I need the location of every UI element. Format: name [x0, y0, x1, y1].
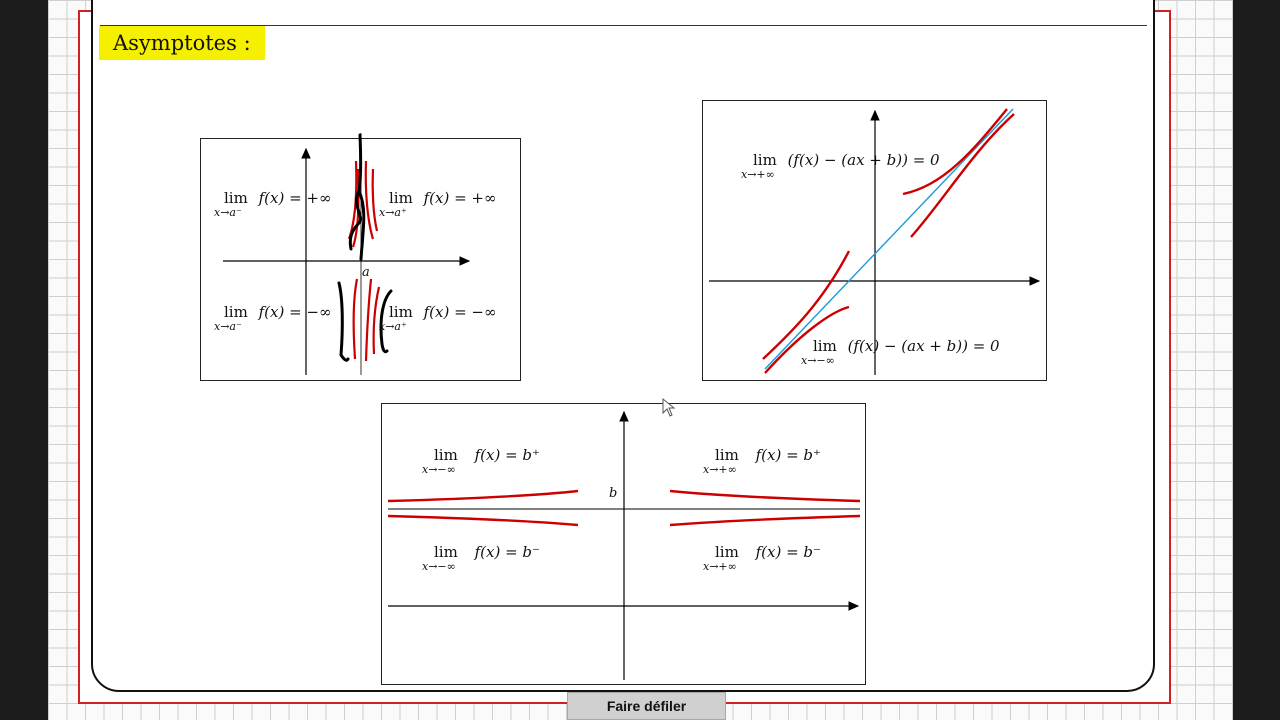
limit-top-left: lim x→−∞ f(x) = b⁺ — [422, 446, 540, 476]
curve-top-right-outer — [371, 168, 379, 232]
curve-bottom-right — [669, 514, 861, 527]
slide-title: Asymptotes : — [99, 26, 265, 60]
horizontal-asymptote-panel: b lim x→−∞ f(x) = b⁺ lim x→+∞ f(x) = b⁺ … — [381, 403, 866, 685]
handwritten-stroke-right — [379, 289, 393, 354]
oblique-asymptote-graph — [709, 108, 1041, 375]
curve-top-right — [669, 489, 861, 503]
vertical-asymptote-panel: a lim x→a⁻ f(x) = +∞ lim x→a⁺ f(x) = +∞ … — [200, 133, 521, 381]
curve-lower-left-top — [762, 250, 851, 360]
limit-bottom-right: lim x→a⁺ f(x) = −∞ — [379, 303, 497, 333]
curve-bottom-left — [352, 278, 359, 360]
header-rule — [100, 25, 1147, 26]
curve-upper-right-bottom — [910, 113, 1015, 238]
limit-bottom-right: lim x→+∞ f(x) = b⁻ — [703, 543, 821, 573]
curve-bottom-right — [364, 278, 373, 362]
handwritten-stroke-left — [337, 281, 350, 362]
limit-top-right: lim x→+∞ f(x) = b⁺ — [703, 446, 821, 476]
limit-minus-infinity: lim x→−∞ (f(x) − (ax + b)) = 0 — [801, 337, 1000, 367]
point-label-b: b — [609, 486, 618, 501]
scroll-button[interactable]: Faire défiler — [567, 692, 726, 720]
curve-lower-left-bottom — [764, 305, 850, 374]
mouse-pointer-icon — [662, 397, 676, 417]
oblique-asymptote-panel: lim x→+∞ (f(x) − (ax + b)) = 0 lim x→−∞ … — [702, 100, 1047, 381]
limit-plus-infinity: lim x→+∞ (f(x) − (ax + b)) = 0 — [741, 151, 940, 181]
vertical-asymptote-graph — [223, 133, 471, 375]
curve-top-right — [364, 160, 375, 240]
curve-upper-right-top — [902, 108, 1008, 196]
limit-top-left: lim x→a⁻ f(x) = +∞ — [214, 189, 332, 219]
curve-bottom-right-outer — [372, 286, 381, 355]
oblique-asymptote-line — [764, 108, 1014, 370]
point-label-a: a — [362, 265, 370, 280]
limit-bottom-left: lim x→−∞ f(x) = b⁻ — [422, 543, 540, 573]
curve-bottom-left — [387, 514, 579, 527]
limit-bottom-left: lim x→a⁻ f(x) = −∞ — [214, 303, 332, 333]
curve-top-left — [387, 489, 579, 503]
handwritten-stroke-top — [348, 133, 366, 261]
limit-top-right: lim x→a⁺ f(x) = +∞ — [379, 189, 497, 219]
horizontal-asymptote-graph — [387, 410, 861, 680]
